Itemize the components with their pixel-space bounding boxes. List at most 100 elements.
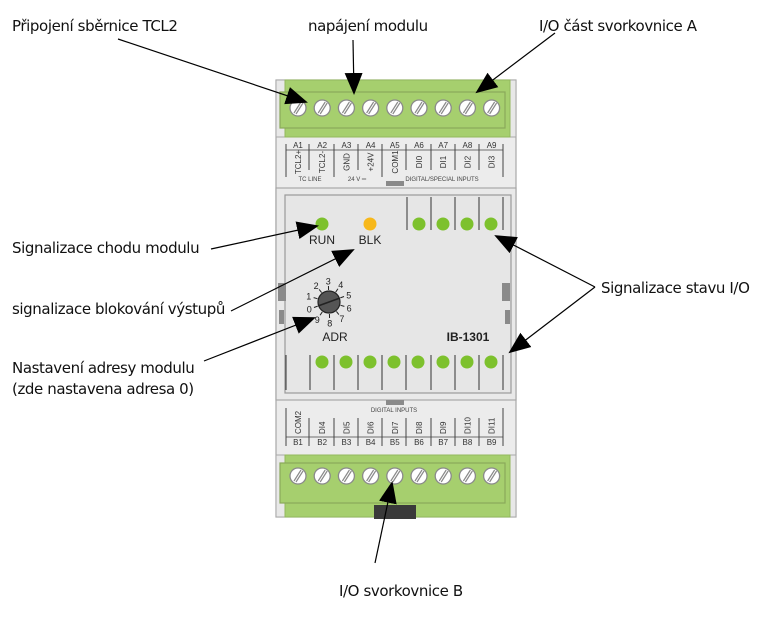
top-terminal-labels: A1TCL2+A2TCL2-A3GNDA4+24VA5COM1A6DI0A7DI… [285, 141, 504, 183]
top-screw[interactable] [482, 99, 501, 117]
blk-led [363, 217, 377, 231]
bottom-screw[interactable] [337, 467, 356, 485]
dial-digit: 9 [315, 315, 320, 325]
top-screw[interactable] [313, 99, 331, 117]
signal-label: DI9 [439, 421, 448, 434]
arrow-blk [230, 249, 355, 312]
pin-label-a8: A8 [463, 141, 473, 150]
dial-digit: 5 [346, 290, 351, 300]
screw-slot [440, 102, 449, 115]
bottom-screw[interactable] [289, 467, 307, 485]
pin-label-b7: B7 [438, 438, 448, 447]
bottom-screw[interactable] [386, 467, 404, 485]
top-screw[interactable] [410, 99, 428, 117]
pin-label-a4: A4 [366, 141, 376, 150]
bottom-screw[interactable] [434, 467, 452, 485]
screw-slot [464, 102, 473, 115]
signal-label: DI1 [439, 155, 448, 168]
screw-slot [438, 469, 447, 482]
dial-digit: 2 [314, 281, 319, 291]
bottom-screw[interactable] [458, 467, 477, 485]
signal-label: DI3 [488, 155, 497, 168]
signal-label: DI7 [391, 421, 400, 434]
signal-label: DI8 [415, 421, 424, 434]
pin-label-a3: A3 [342, 141, 352, 150]
screw-slot [416, 470, 425, 483]
top-screw[interactable] [337, 99, 356, 117]
callout-power: napájení modulu [308, 17, 428, 35]
callout-address-setting: Nastavení adresy modulu [12, 359, 195, 377]
dial-digit: 0 [307, 305, 312, 315]
dial-digit: 6 [347, 303, 352, 313]
io-led [315, 355, 329, 369]
top-screw[interactable] [361, 99, 380, 117]
io-led [387, 355, 401, 369]
callout-bus-connection: Připojení sběrnice TCL2 [12, 17, 178, 35]
screw-slot [317, 469, 326, 482]
dial-tick [335, 288, 339, 293]
signal-label: COM1 [391, 150, 400, 174]
bottom-screw[interactable] [361, 467, 380, 485]
screw-slot [390, 469, 399, 482]
io-led [436, 355, 450, 369]
pin-label-b2: B2 [317, 438, 327, 447]
arrow-io-status-top [494, 235, 596, 288]
top-screw[interactable] [386, 99, 404, 117]
io-led [484, 217, 498, 231]
dial-tick [319, 311, 323, 316]
bottom-screw[interactable] [313, 467, 331, 485]
callout-address-note: (zde nastavena adresa 0) [12, 380, 194, 398]
top-screw[interactable] [434, 99, 452, 117]
io-led [363, 355, 377, 369]
screw-slot [295, 470, 304, 483]
pin-label-b6: B6 [414, 438, 424, 447]
screw-slot [293, 469, 302, 482]
model-label: IB-1301 [447, 330, 490, 344]
dial-digit: 4 [338, 280, 343, 290]
top-screw[interactable] [289, 99, 307, 117]
pin-label-b3: B3 [342, 438, 352, 447]
pin-label-a6: A6 [414, 141, 424, 150]
group-label-digital-special: DIGITAL/SPECIAL INPUTS [405, 177, 478, 183]
signal-label: DI6 [367, 421, 376, 434]
signal-label: TCL2+ [294, 150, 303, 175]
top-screw[interactable] [458, 99, 477, 117]
callout-run-signal: Signalizace chodu modulu [12, 239, 200, 257]
screw-head-icon [361, 99, 380, 117]
screw-slot [319, 102, 328, 115]
callout-output-block: signalizace blokování výstupů [12, 300, 225, 318]
screw-slot [489, 102, 498, 115]
screw-slot [366, 469, 375, 482]
io-led [484, 355, 498, 369]
signal-label: DI5 [342, 421, 351, 434]
screw-head-icon [458, 467, 477, 485]
signal-label: DI11 [488, 417, 497, 434]
screw-slot [462, 469, 471, 482]
screw-head-icon [289, 99, 307, 117]
dial-tick [340, 296, 345, 299]
pin-label-a2: A2 [317, 141, 327, 150]
signal-label: DI10 [463, 417, 472, 434]
screw-head-icon [386, 467, 404, 485]
screw-slot [414, 101, 423, 114]
screw-head-icon [434, 467, 452, 485]
group-label-tc-line: TC LINE [298, 177, 321, 183]
screw-head-icon [482, 467, 501, 485]
screw-head-icon [434, 99, 452, 117]
bottom-screw[interactable] [410, 467, 428, 485]
screw-slot [414, 469, 423, 482]
bottom-screw[interactable] [482, 467, 501, 485]
arrow-io-status-bottom [508, 286, 596, 354]
pin-label-b9: B9 [487, 438, 497, 447]
screw-slot [440, 470, 449, 483]
signal-label: GND [342, 153, 351, 171]
screw-head-icon [361, 467, 380, 485]
signal-label: +24V [367, 152, 376, 172]
screw-slot [368, 102, 377, 115]
screw-head-icon [313, 467, 331, 485]
arrow-adr [203, 316, 316, 362]
screw-slot [341, 469, 350, 482]
callout-io-terminal-b: I/O svorkovnice B [339, 582, 463, 600]
screw-head-icon [482, 99, 501, 117]
